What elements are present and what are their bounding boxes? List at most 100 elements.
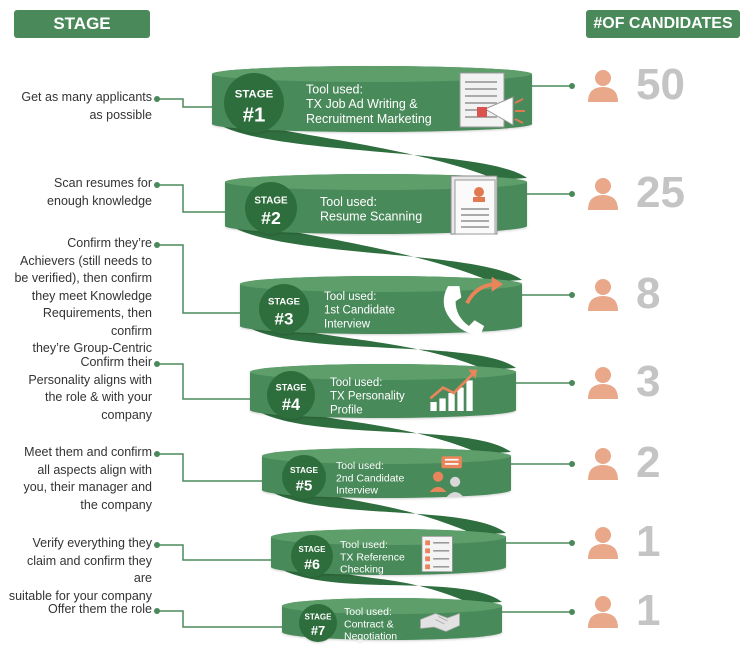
description-line: you, their manager and xyxy=(23,480,152,494)
tool-name: Recruitment Marketing xyxy=(306,112,432,126)
description-line: the company xyxy=(80,497,152,512)
description-line: Verify everything they xyxy=(32,536,152,550)
candidate-count-4: 3 xyxy=(636,357,661,406)
description-line: they’re Group-Centric xyxy=(32,341,153,355)
tool-name: Resume Scanning xyxy=(320,210,422,224)
tool-name: Interview xyxy=(336,485,378,497)
stage-number: #4 xyxy=(282,396,300,414)
person-icon xyxy=(588,448,618,480)
stage-column-header: STAGE xyxy=(14,10,150,38)
tool-name: Interview xyxy=(324,318,371,330)
tool-name: Negotiation xyxy=(344,631,397,643)
stage-badge xyxy=(267,371,315,419)
tool-name: 2nd Candidate xyxy=(336,472,404,484)
stage-label: STAGE xyxy=(305,613,333,622)
connector-dot xyxy=(569,292,575,298)
connector-dot xyxy=(569,461,575,467)
stage-number: #2 xyxy=(261,208,281,228)
person-icon xyxy=(588,596,618,628)
stage-badge xyxy=(245,182,297,234)
description-connector xyxy=(157,610,290,628)
funnel-twist xyxy=(277,567,502,604)
description-line: as possible xyxy=(89,107,152,122)
tool-name: TX Job Ad Writing & xyxy=(306,97,418,111)
tool-name: Profile xyxy=(330,404,363,416)
candidate-count-5: 2 xyxy=(636,438,661,487)
tool-name: 1st Candidate xyxy=(324,305,395,317)
description-line: Get as many applicants xyxy=(21,90,152,104)
checklist-icon xyxy=(421,535,453,573)
description-line: Offer them the role xyxy=(48,602,152,616)
megaphone-document-icon xyxy=(459,72,525,128)
funnel-twist xyxy=(218,124,527,180)
description-line: the role & with your xyxy=(45,390,152,404)
funnel-twist xyxy=(268,490,506,535)
funnel-band-stage-7: STAGE#7 Tool used:Contract &Negotiation xyxy=(282,598,502,643)
description-connector xyxy=(157,244,248,314)
stage-description-1: Get as many applicants as possible xyxy=(8,89,152,124)
connector-dot xyxy=(569,191,575,197)
stage-badge xyxy=(291,535,333,577)
tool-name: TX Personality xyxy=(330,391,405,403)
description-line: Meet them and confirm xyxy=(24,445,152,459)
description-line: Scan resumes for xyxy=(54,176,152,190)
tool-label: Tool used: xyxy=(336,460,384,472)
stage-badge xyxy=(299,604,337,642)
tool-name: Contract & xyxy=(344,618,394,630)
stage-label: STAGE xyxy=(254,195,288,206)
tool-name: Checking xyxy=(340,564,384,576)
handshake-icon xyxy=(420,612,460,632)
stage-number: #3 xyxy=(275,310,294,329)
candidate-count-3: 8 xyxy=(636,269,661,318)
tool-label: Tool used: xyxy=(306,82,363,96)
conversation-icon xyxy=(429,456,464,498)
description-line: Confirm they’re xyxy=(67,236,152,250)
stage-label: STAGE xyxy=(276,383,307,393)
stage-number: #7 xyxy=(311,623,325,638)
stage-description-7: Offer them the role xyxy=(8,601,152,619)
description-connector xyxy=(157,184,233,213)
description-connector xyxy=(157,363,258,400)
tool-label: Tool used: xyxy=(324,291,376,303)
stage-label: STAGE xyxy=(290,465,319,475)
stage-description-6: Verify everything they claim and confirm … xyxy=(8,535,152,605)
funnel-twist xyxy=(256,410,511,454)
description-connector xyxy=(157,98,220,108)
description-line: suitable for your company xyxy=(8,588,152,603)
candidate-count-2: 25 xyxy=(636,168,685,217)
candidates-column-header: #OF CANDIDATES xyxy=(586,10,740,38)
stage-badge xyxy=(282,455,326,499)
candidate-count-1: 50 xyxy=(636,60,685,109)
stage-number: #6 xyxy=(304,557,320,573)
description-line: Requirements, then confirm xyxy=(42,306,152,338)
connector-dot xyxy=(569,380,575,386)
description-line: Confirm their xyxy=(80,355,152,369)
funnel-band-stage-1: STAGE #1 Tool used:TX Job Ad Writing &Recr… xyxy=(212,66,532,133)
tool-label: Tool used: xyxy=(344,606,392,618)
description-connector xyxy=(157,453,270,482)
person-icon xyxy=(588,527,618,559)
tool-name: TX Reference xyxy=(340,551,405,563)
person-icon xyxy=(588,367,618,399)
stage-number: #5 xyxy=(296,478,313,495)
stage-number: #1 xyxy=(243,105,266,127)
tool-label: Tool used: xyxy=(340,539,388,551)
funnel-twist xyxy=(246,326,516,370)
stage-label: STAGE xyxy=(235,89,274,101)
description-line: Personality aligns with xyxy=(28,372,152,387)
stage-description-2: Scan resumes for enough knowledge xyxy=(8,175,152,210)
description-line: company xyxy=(101,407,152,422)
tool-label: Tool used: xyxy=(320,195,377,209)
description-line: claim and confirm they are xyxy=(26,553,152,586)
description-line: enough knowledge xyxy=(47,193,152,208)
candidate-count-7: 1 xyxy=(636,586,661,635)
funnel-twist xyxy=(231,226,522,282)
description-line: they meet Knowledge xyxy=(31,288,152,303)
stage-label: STAGE xyxy=(299,545,327,554)
candidate-count-6: 1 xyxy=(636,517,661,566)
stage-badge xyxy=(259,284,309,334)
